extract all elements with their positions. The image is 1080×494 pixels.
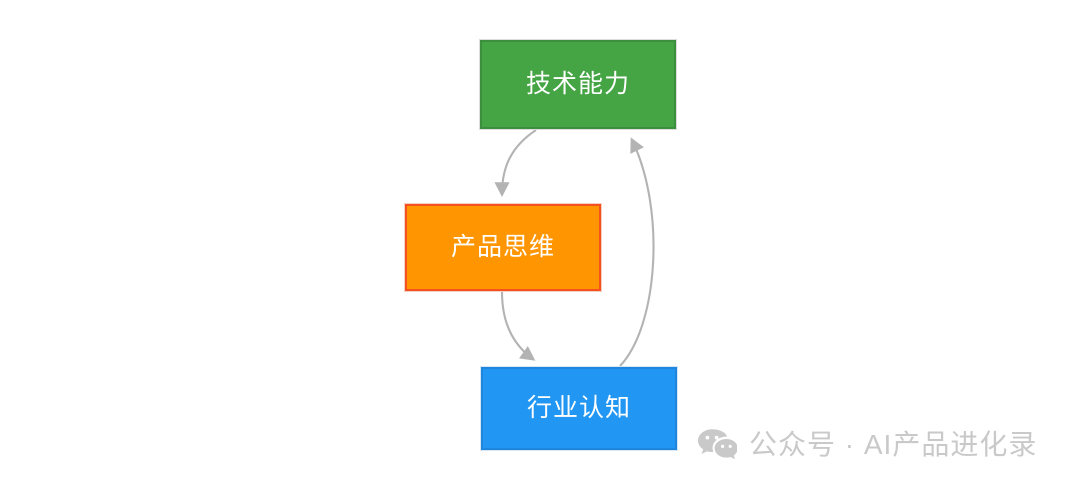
watermark: 公众号 · AI产品进化录 bbox=[697, 428, 1037, 462]
node-technical-capability-label: 技术能力 bbox=[525, 70, 630, 98]
edge-tech-to-product bbox=[494, 129, 537, 197]
node-product-thinking-label: 产品思维 bbox=[450, 233, 555, 261]
node-industry-knowledge[interactable]: 行业认知 bbox=[481, 367, 677, 450]
node-technical-capability[interactable]: 技术能力 bbox=[480, 40, 676, 129]
node-industry-knowledge-label: 行业认知 bbox=[526, 394, 631, 422]
edge-product-to-industry bbox=[500, 291, 536, 361]
node-product-thinking[interactable]: 产品思维 bbox=[405, 204, 601, 291]
wechat-icon bbox=[698, 429, 737, 460]
edge-industry-to-tech bbox=[619, 137, 655, 367]
watermark-text: 公众号 · AI产品进化录 bbox=[749, 429, 1038, 460]
